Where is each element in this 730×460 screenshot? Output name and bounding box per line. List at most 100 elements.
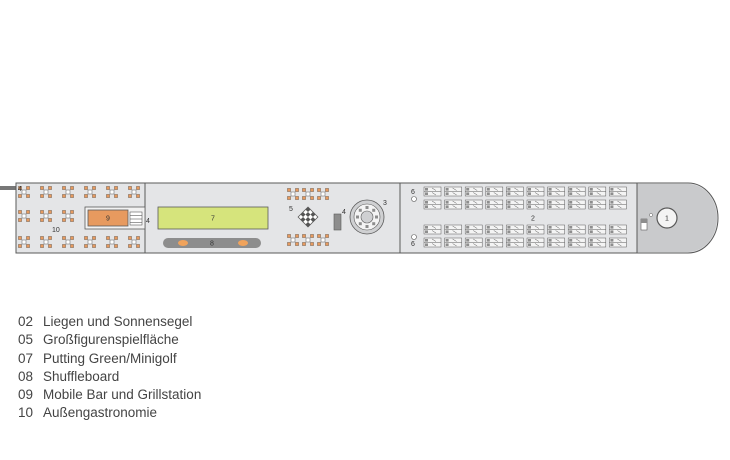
- sun-lounger: [609, 237, 627, 248]
- table-with-chairs: [128, 186, 140, 198]
- legend-label: Außengastronomie: [43, 405, 158, 421]
- legend-label: Putting Green/Minigolf: [43, 350, 177, 366]
- sun-lounger: [567, 199, 586, 210]
- table-with-chairs: [18, 236, 30, 248]
- sun-lounger: [444, 199, 462, 210]
- sun-lounger: [547, 186, 565, 197]
- legend-number: 02: [18, 314, 34, 329]
- shuffleboard-label: 8: [210, 241, 214, 248]
- table-with-chairs: [302, 188, 314, 200]
- legend-item: 02 Liegen und Sonnensegel: [18, 313, 201, 331]
- putting-green-label: 7: [211, 216, 215, 223]
- sun-lounger: [588, 186, 607, 197]
- pool-stairs-label: 4: [146, 218, 150, 225]
- chess-side-unit: [333, 213, 342, 231]
- deck-plan: 9 4 4 10 7 8 5 4 3 6 6 2: [0, 182, 719, 254]
- pool-stairs: [129, 211, 143, 226]
- table-with-chairs: [62, 210, 74, 222]
- sun-lounger: [423, 237, 442, 248]
- legend-number: 10: [18, 405, 34, 421]
- sun-lounger: [485, 237, 504, 248]
- sun-lounger: [485, 199, 504, 210]
- bow-capstan: [656, 207, 678, 229]
- sun-lounger: [506, 237, 524, 248]
- sun-lounger: [423, 186, 442, 197]
- dining-tables: [18, 186, 140, 248]
- sun-lounger: [547, 237, 565, 248]
- loungers-label: 2: [531, 216, 535, 223]
- table-with-chairs: [106, 236, 118, 248]
- stern-railing: [0, 186, 16, 190]
- shuffleboard-pad: [178, 240, 188, 246]
- legend-number: 09: [18, 387, 34, 403]
- sun-lounger: [567, 224, 586, 235]
- loungers: [423, 186, 627, 248]
- sun-lounger: [444, 224, 462, 235]
- legend-label: Liegen und Sonnensegel: [43, 314, 193, 329]
- sun-lounger: [526, 237, 545, 248]
- legend-label: Großfigurenspielfläche: [43, 332, 179, 348]
- table-with-chairs: [302, 234, 314, 246]
- small-top-label: 6: [411, 189, 415, 196]
- legend: 02 Liegen und Sonnensegel 05 Großfigurenspi…: [18, 313, 201, 423]
- legend-item: 08 Shuffleboard: [18, 368, 201, 386]
- table-with-chairs: [40, 236, 52, 248]
- table-with-chairs: [18, 186, 30, 198]
- table-with-chairs: [287, 234, 299, 246]
- sun-lounger: [464, 199, 483, 210]
- chess-side-label: 4: [342, 209, 346, 216]
- legend-item: 05 Großfigurenspielfläche: [18, 331, 201, 349]
- table-with-chairs: [128, 236, 140, 248]
- sun-lounger: [464, 186, 483, 197]
- small-top-icon: [411, 196, 417, 202]
- legend-number: 05: [18, 332, 34, 348]
- sun-lounger: [609, 224, 627, 235]
- legend-label: Shuffleboard: [43, 368, 120, 384]
- sun-lounger: [464, 224, 483, 235]
- bow-small-icon: [649, 213, 653, 217]
- sun-lounger: [444, 186, 462, 197]
- table-with-chairs: [18, 210, 30, 222]
- round-bar-label: 3: [383, 200, 387, 207]
- sun-lounger: [588, 224, 607, 235]
- sun-lounger: [588, 199, 607, 210]
- sun-lounger: [547, 224, 565, 235]
- sun-lounger: [547, 199, 565, 210]
- sun-lounger: [567, 186, 586, 197]
- sun-lounger: [588, 237, 607, 248]
- table-with-chairs: [40, 210, 52, 222]
- sun-lounger: [506, 186, 524, 197]
- table-with-chairs: [84, 186, 96, 198]
- sun-lounger: [444, 237, 462, 248]
- sun-lounger: [526, 199, 545, 210]
- small-bottom-label: 6: [411, 241, 415, 248]
- sun-lounger: [506, 224, 524, 235]
- shuffleboard: [163, 238, 261, 248]
- table-with-chairs: [287, 188, 299, 200]
- table-with-chairs: [106, 186, 118, 198]
- sun-lounger: [609, 186, 627, 197]
- sun-lounger: [506, 199, 524, 210]
- bar-grill: [87, 209, 129, 227]
- table-with-chairs: [62, 186, 74, 198]
- table-with-chairs: [84, 236, 96, 248]
- round-bar: [349, 199, 385, 235]
- table-with-chairs: [317, 188, 329, 200]
- bow-locker-cap: [641, 219, 647, 223]
- legend-label: Mobile Bar und Grillstation: [43, 387, 202, 403]
- table-with-chairs: [62, 236, 74, 248]
- dining-area-label: 10: [52, 227, 60, 234]
- table-with-chairs: [40, 186, 52, 198]
- sun-lounger: [526, 186, 545, 197]
- sun-lounger: [526, 224, 545, 235]
- sun-lounger: [464, 237, 483, 248]
- legend-number: 08: [18, 368, 34, 384]
- sun-lounger: [567, 237, 586, 248]
- shuffleboard-pad: [238, 240, 248, 246]
- sun-lounger: [485, 186, 504, 197]
- sun-lounger: [423, 199, 442, 210]
- legend-number: 07: [18, 350, 34, 366]
- legend-item: 10 Außengastronomie: [18, 404, 201, 422]
- legend-item: 09 Mobile Bar und Grillstation: [18, 386, 201, 404]
- chess-board: [297, 206, 319, 228]
